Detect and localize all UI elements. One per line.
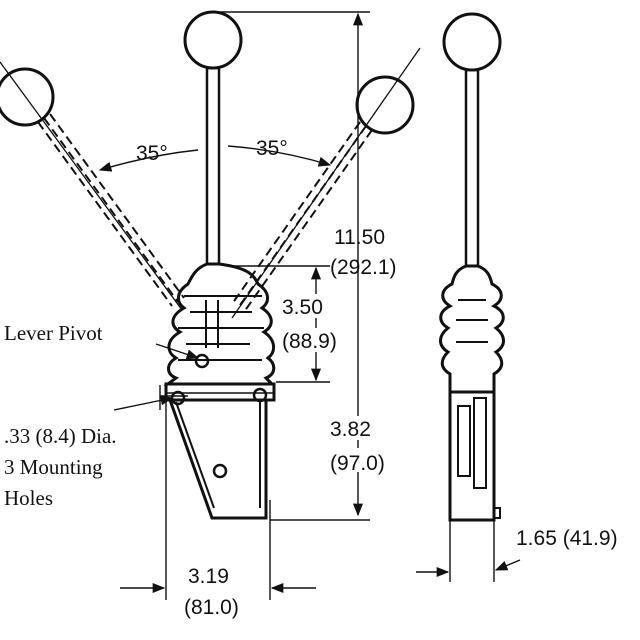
- bracket-body: [168, 399, 268, 520]
- mounting-hole-left: [170, 390, 186, 406]
- holes-label-line2: 3 Mounting: [4, 455, 103, 479]
- overall-height-mm: (292.1): [330, 256, 397, 279]
- center-stem: [205, 66, 221, 266]
- mounting-plate: [164, 382, 276, 402]
- dimension-lines: [98, 11, 521, 600]
- lever-pivot-point: [194, 353, 210, 369]
- center-knob: [183, 10, 243, 70]
- mounting-hole-lower: [212, 463, 228, 479]
- base-height-mm: (97.0): [330, 452, 385, 475]
- side-knob: [442, 12, 502, 72]
- angle-left-label: 35°: [136, 142, 168, 165]
- side-view: [439, 12, 505, 522]
- left-tilted-lever: [0, 61, 185, 311]
- bellows-boot: [163, 262, 276, 386]
- lever-pivot-label: Lever Pivot: [4, 321, 103, 345]
- base-height-in: 3.82: [330, 418, 371, 441]
- side-bellows: [439, 264, 505, 394]
- boot-height-mm: (88.9): [282, 330, 337, 353]
- depth-label: 1.65 (41.9): [516, 527, 618, 550]
- front-view: [0, 10, 421, 520]
- holes-label-line1: .33 (8.4) Dia.: [4, 424, 117, 448]
- holes-label-line3: Holes: [4, 486, 53, 510]
- side-stem: [464, 68, 480, 268]
- width-in: 3.19: [188, 565, 229, 588]
- width-mm: (81.0): [184, 596, 239, 619]
- boot-hatching: [178, 295, 264, 361]
- side-bracket: [448, 390, 496, 522]
- boot-height-in: 3.50: [282, 296, 323, 319]
- overall-height-in: 11.50: [334, 226, 385, 249]
- mounting-hole-right: [252, 387, 268, 403]
- angle-right-label: 35°: [256, 137, 288, 160]
